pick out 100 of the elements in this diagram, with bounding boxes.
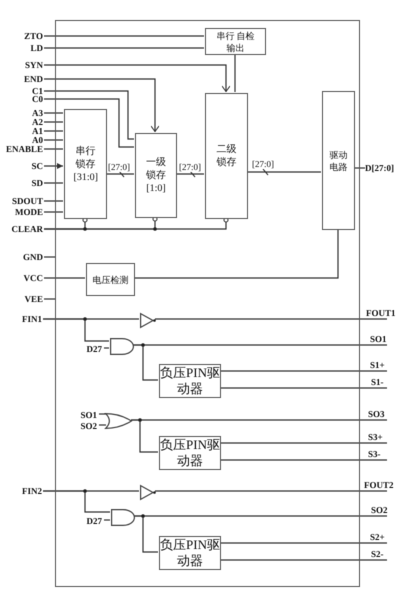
wire xyxy=(354,167,365,169)
arrow xyxy=(44,64,230,92)
wire xyxy=(234,54,236,92)
pin-label: A0 xyxy=(32,135,43,145)
pin-label: SO2 xyxy=(80,421,97,431)
wire xyxy=(220,542,387,544)
wire xyxy=(44,277,85,279)
first-latch-box xyxy=(135,133,177,218)
wire xyxy=(44,139,63,141)
wire xyxy=(104,347,109,349)
self-test-output-box xyxy=(205,28,266,55)
pin-label: D27 xyxy=(86,344,102,354)
pin-label: A2 xyxy=(32,117,43,127)
pin-label: SO2 xyxy=(371,505,388,515)
pin-label: GND xyxy=(23,252,43,262)
pin-label: FOUT2 xyxy=(364,480,394,490)
pin-label: SYN xyxy=(24,60,43,70)
and-gate-symbol xyxy=(110,338,134,355)
pin-label: A1 xyxy=(32,126,43,136)
pin-label: VCC xyxy=(24,273,43,283)
wire xyxy=(176,173,204,175)
block-label: [31:0] xyxy=(74,170,98,184)
arrow xyxy=(44,163,63,169)
wire xyxy=(220,442,387,444)
wire xyxy=(220,387,387,389)
wire xyxy=(133,344,158,381)
wire xyxy=(43,490,110,513)
wire xyxy=(220,559,387,561)
pin-label: SD xyxy=(31,178,43,188)
pin-label: SO1 xyxy=(80,410,97,420)
wire xyxy=(44,298,55,300)
wire xyxy=(44,90,134,140)
wire xyxy=(44,112,63,114)
wire xyxy=(44,200,63,202)
wire xyxy=(134,229,339,279)
pin-label: SO3 xyxy=(368,409,385,419)
wire xyxy=(99,424,106,426)
edge-label: [27:0] xyxy=(252,159,274,169)
pin-label: ZTO xyxy=(24,31,43,41)
wire xyxy=(220,370,387,372)
block-label: 负压PIN驱动器 xyxy=(160,365,220,397)
pin-label: MODE xyxy=(15,207,43,217)
wire xyxy=(44,47,204,49)
pin-label: ENABLE xyxy=(6,144,43,154)
block-label: 串行 自检输出 xyxy=(216,30,256,54)
pin-label: END xyxy=(24,74,43,84)
block-label: 负压PIN驱动器 xyxy=(160,537,220,569)
wire xyxy=(106,173,134,175)
block-label: [1:0] xyxy=(146,182,166,195)
wire xyxy=(44,182,63,184)
wire xyxy=(44,256,55,258)
chip-outline xyxy=(55,20,360,587)
pin-label: SDOUT xyxy=(12,196,43,206)
block-label: 串行锁存 xyxy=(74,144,96,170)
pin-label: S1- xyxy=(371,377,384,387)
or-gate-symbol xyxy=(105,413,132,429)
pin-label: LD xyxy=(30,43,43,53)
wire xyxy=(44,211,63,213)
pin-label: S2- xyxy=(371,549,384,559)
pin-label: S1+ xyxy=(370,360,385,370)
wire xyxy=(155,318,387,320)
pin-label: S3+ xyxy=(368,432,383,442)
block-label: 负压PIN驱动器 xyxy=(160,437,220,469)
pin-label: CLEAR xyxy=(11,224,43,234)
wire xyxy=(104,519,110,521)
pin-label: C0 xyxy=(32,94,43,104)
pin-label: A3 xyxy=(32,108,43,118)
block-label: 驱动电路 xyxy=(328,148,348,172)
block-label: 二级锁存 xyxy=(216,143,238,169)
and-gate-symbol xyxy=(111,509,135,526)
edge-label: [27:0] xyxy=(108,162,130,172)
block-label: 一级锁存 xyxy=(145,156,167,182)
edge-label: [27:0] xyxy=(179,162,201,172)
pin-label: SC xyxy=(31,161,43,171)
wire xyxy=(43,318,109,342)
arrow xyxy=(44,78,160,132)
wire xyxy=(220,459,387,461)
serial-latch-box xyxy=(64,109,107,219)
pin-label: D[27:0] xyxy=(365,163,394,173)
pin-label: VEE xyxy=(24,294,43,304)
wire xyxy=(155,490,387,492)
pin-label: C1 xyxy=(32,86,43,96)
pin-label: S3- xyxy=(368,449,381,459)
pin-label: FIN2 xyxy=(22,486,42,496)
wire xyxy=(44,218,228,230)
wire xyxy=(134,515,158,553)
pin-label: SO1 xyxy=(370,334,387,344)
buffer-symbol xyxy=(140,313,156,328)
wire xyxy=(131,419,158,453)
wire xyxy=(247,171,321,173)
pin-label: FIN1 xyxy=(22,314,42,324)
block-label: 电压检测 xyxy=(92,274,128,286)
wire xyxy=(44,121,63,123)
pin-label: D27 xyxy=(86,516,102,526)
wire xyxy=(44,130,63,132)
second-latch-box xyxy=(205,93,248,219)
buffer-symbol xyxy=(140,485,156,500)
voltage-detect-box xyxy=(86,263,135,296)
pin-label: S2+ xyxy=(370,532,385,542)
wire xyxy=(44,35,204,37)
